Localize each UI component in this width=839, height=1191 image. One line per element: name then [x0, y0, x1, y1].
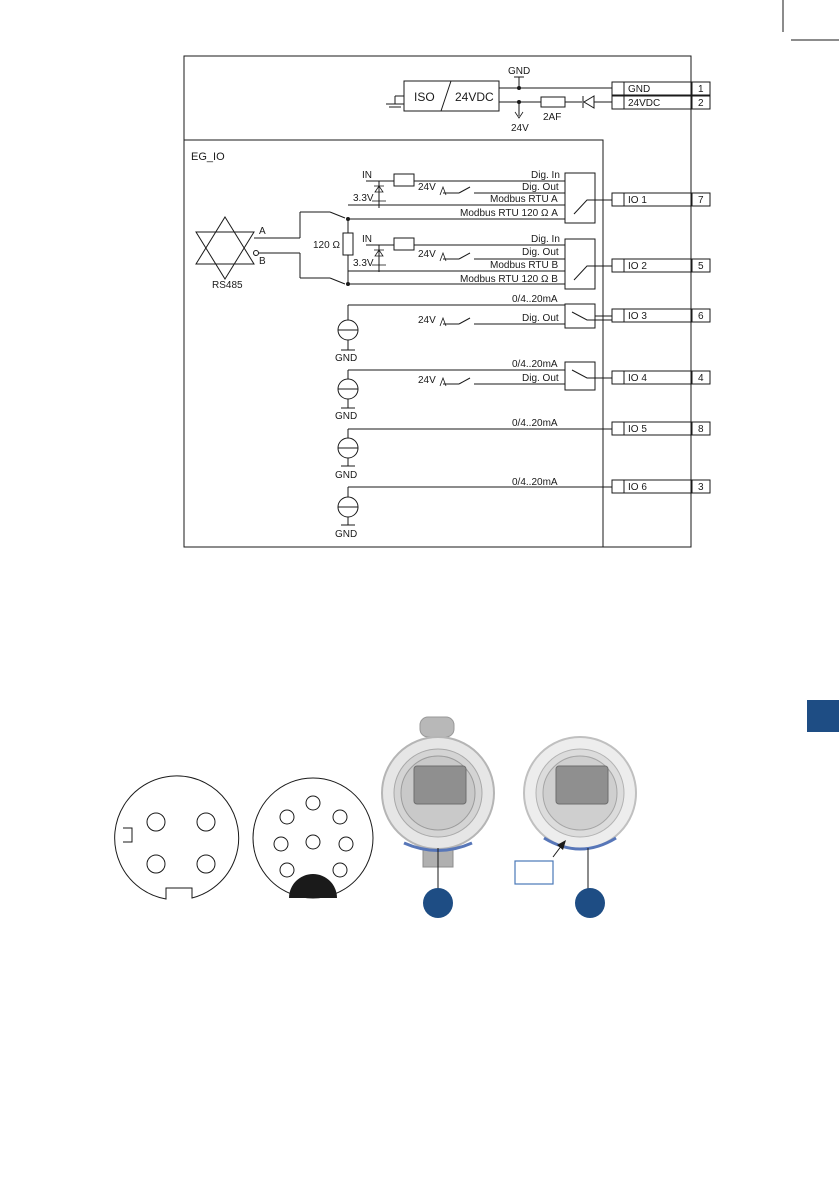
- outer-frame: [183, 55, 692, 548]
- io4-24v-label: 24V: [418, 375, 436, 386]
- device-left-image: [381, 716, 495, 868]
- rs485-symbol: RS485 A B 120 Ω: [195, 211, 354, 291]
- terminal-pin: 5: [698, 261, 704, 272]
- terminal-row: IO 3 6: [611, 308, 711, 323]
- v24-supply-label: 24V: [511, 123, 529, 134]
- io3-current-label: 0/4..20mA: [512, 294, 558, 305]
- terminal-name: 24VDC: [628, 98, 660, 109]
- io3-block: GND 0/4..20mA 24V Dig. Out: [335, 294, 613, 364]
- module-frame: [184, 139, 604, 547]
- terminal-row: IO 6 3: [611, 479, 711, 494]
- diode-symbol: [583, 95, 595, 109]
- io2-dig-in: Dig. In: [531, 234, 560, 245]
- io6-gnd-label: GND: [335, 529, 357, 540]
- termination-resistor: [342, 232, 354, 256]
- terminal-row: IO 1 7: [611, 192, 711, 207]
- io6-block: GND 0/4..20mA: [335, 477, 612, 540]
- side-tab-marker: [807, 700, 839, 732]
- terminal-name: GND: [628, 84, 650, 95]
- io2-block: IN 3.3V 24V Dig. In Dig. Out Modbus RTU …: [348, 234, 612, 290]
- io5-current-label: 0/4..20mA: [512, 418, 558, 429]
- device-right-image: [523, 736, 637, 851]
- terminal-name: IO 4: [628, 373, 647, 384]
- io1-33v-label: 3.3V: [353, 193, 374, 204]
- line-a-label: A: [259, 226, 266, 237]
- io2-24v-label: 24V: [418, 249, 436, 260]
- io2-modbus-120-b: Modbus RTU 120 Ω B: [460, 274, 558, 285]
- terminal-name: IO 2: [628, 261, 647, 272]
- io2-input-resistor: [393, 237, 415, 251]
- terminal-pin: 3: [698, 482, 704, 493]
- io4-gnd-label: GND: [335, 411, 357, 422]
- io1-input-resistor: [393, 173, 415, 187]
- io1-in-label: IN: [362, 170, 372, 181]
- terminal-pin: 6: [698, 311, 704, 322]
- module-label: EG_IO: [191, 151, 225, 163]
- terminal-row: IO 5 8: [611, 421, 711, 436]
- connector-8pin: [252, 777, 374, 899]
- io2-modbus-b: Modbus RTU B: [490, 260, 559, 271]
- power-section: ISO 24VDC GND 24V 2AF: [386, 66, 612, 134]
- io1-switch-box: [564, 172, 596, 224]
- io4-block: GND 0/4..20mA 24V Dig. Out: [335, 359, 612, 422]
- io1-24v-label: 24V: [418, 182, 436, 193]
- terminal-name: IO 6: [628, 482, 647, 493]
- terminal-row: IO 2 5: [611, 258, 711, 273]
- connector-4pin: [114, 775, 240, 900]
- fuse-label: 2AF: [543, 112, 561, 123]
- io1-modbus-a: Modbus RTU A: [490, 194, 558, 205]
- io1-dig-in: Dig. In: [531, 170, 560, 181]
- io2-switch-box: [564, 238, 596, 290]
- line-b-label: B: [259, 256, 266, 267]
- io6-current-label: 0/4..20mA: [512, 477, 558, 488]
- io4-current-label: 0/4..20mA: [512, 359, 558, 370]
- io2-in-label: IN: [362, 234, 372, 245]
- gnd-top-label: GND: [508, 66, 530, 77]
- terminal-pin: 2: [698, 98, 704, 109]
- terminal-pin: 4: [698, 373, 704, 384]
- terminal-name: IO 1: [628, 195, 647, 206]
- fuse: [540, 96, 566, 108]
- terminal-name: IO 3: [628, 311, 647, 322]
- io5-gnd-label: GND: [335, 470, 357, 481]
- termination-label: 120 Ω: [313, 240, 340, 251]
- io1-block: IN 3.3V 24V Dig. In Dig. Out Modbus RTU …: [348, 170, 612, 224]
- io1-modbus-120-a: Modbus RTU 120 Ω A: [460, 208, 558, 219]
- io3-gnd-label: GND: [335, 353, 357, 364]
- io4-dig-out: Dig. Out: [522, 373, 559, 384]
- rs485-label: RS485: [212, 280, 243, 291]
- io3-dig-out: Dig. Out: [522, 313, 559, 324]
- callout-marker-1: [423, 888, 453, 918]
- page-corner-mark: [782, 0, 839, 41]
- terminal-row: GND 1: [611, 81, 711, 96]
- terminal-row: 24VDC 2: [611, 95, 711, 110]
- io3-24v-label: 24V: [418, 315, 436, 326]
- callout-marker-2: [575, 888, 605, 918]
- io4-switch-box: [564, 361, 596, 391]
- iso-label: ISO: [414, 90, 435, 104]
- terminal-pin: 1: [698, 84, 704, 95]
- device-label-box: [514, 860, 554, 885]
- supply-voltage-label: 24VDC: [455, 90, 494, 104]
- terminal-pin: 7: [698, 195, 704, 206]
- io1-dig-out: Dig. Out: [522, 182, 559, 193]
- terminal-pin: 8: [698, 424, 704, 435]
- terminal-row: IO 4 4: [611, 370, 711, 385]
- io2-dig-out: Dig. Out: [522, 247, 559, 258]
- terminal-table: GND 1 24VDC 2 IO 1 7 IO 2 5 IO 3 6 IO 4 4 IO 5 8 IO 6 3: [611, 81, 711, 494]
- io5-block: GND 0/4..20mA: [335, 418, 612, 481]
- terminal-name: IO 5: [628, 424, 647, 435]
- io2-33v-label: 3.3V: [353, 258, 374, 269]
